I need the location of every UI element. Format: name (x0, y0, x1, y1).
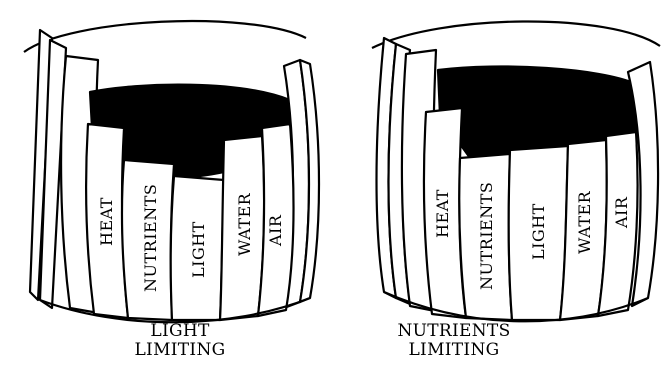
stave-label: LIGHT (189, 221, 208, 278)
stave-label: HEAT (433, 189, 452, 238)
caption-right: NUTRIENTS LIMITING (354, 322, 554, 360)
stave-label: WATER (575, 190, 594, 254)
stave-label: NUTRIENTS (477, 182, 496, 290)
caption-line: LIMITING (354, 341, 554, 360)
barrel-left (24, 21, 319, 322)
caption-line: LIMITING (80, 341, 280, 360)
stave-label: NUTRIENTS (141, 184, 160, 292)
caption-left: LIGHT LIMITING (80, 322, 280, 360)
caption-line: NUTRIENTS (354, 322, 554, 341)
stave-label: AIR (612, 196, 631, 229)
barrel-right (372, 21, 660, 321)
caption-line: LIGHT (80, 322, 280, 341)
stave-label: HEAT (97, 197, 116, 246)
stave-label: WATER (235, 192, 254, 256)
stave-label: AIR (266, 214, 285, 247)
barrel-right-rim (372, 21, 660, 48)
stave-label: LIGHT (529, 203, 548, 260)
